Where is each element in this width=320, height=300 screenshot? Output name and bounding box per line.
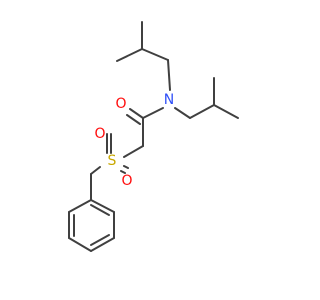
atom-label-oxygen-sulfonyl-bottom: O [121,173,132,189]
atom-label-sulfur: S [108,153,117,169]
ring-double-2 [90,234,110,246]
ring-bond-1 [68,199,92,213]
ring-bond-6 [90,199,115,213]
bond-c1-c3 [116,48,143,62]
molecule-diagram: O N S O O [68,21,239,252]
ring-double-3 [90,204,110,216]
bond-s-ch2 [90,166,101,175]
bond-n-c9 [142,107,164,119]
bond-c5-c6 [189,104,215,119]
bond-c6-c7 [213,104,239,119]
atom-label-oxygen-carbonyl: O [115,96,126,112]
ring-bond-3 [68,237,92,252]
bond-s-o-bottom-b [120,170,126,174]
structure-svg: O N S O O [68,21,239,252]
atom-label-oxygen-sulfonyl-left: O [94,126,105,142]
atom-label-nitrogen: N [164,92,174,108]
ring-bond-4 [90,237,115,252]
bond-s-o-bottom-a [123,165,129,169]
bond-c9-o-b [126,114,141,125]
bond-n-c5 [174,107,191,119]
bond-c1-c2 [141,48,169,61]
bond-c10-s [123,145,144,158]
bond-c9-o-a [129,108,144,119]
bond-c2-n [167,59,171,91]
